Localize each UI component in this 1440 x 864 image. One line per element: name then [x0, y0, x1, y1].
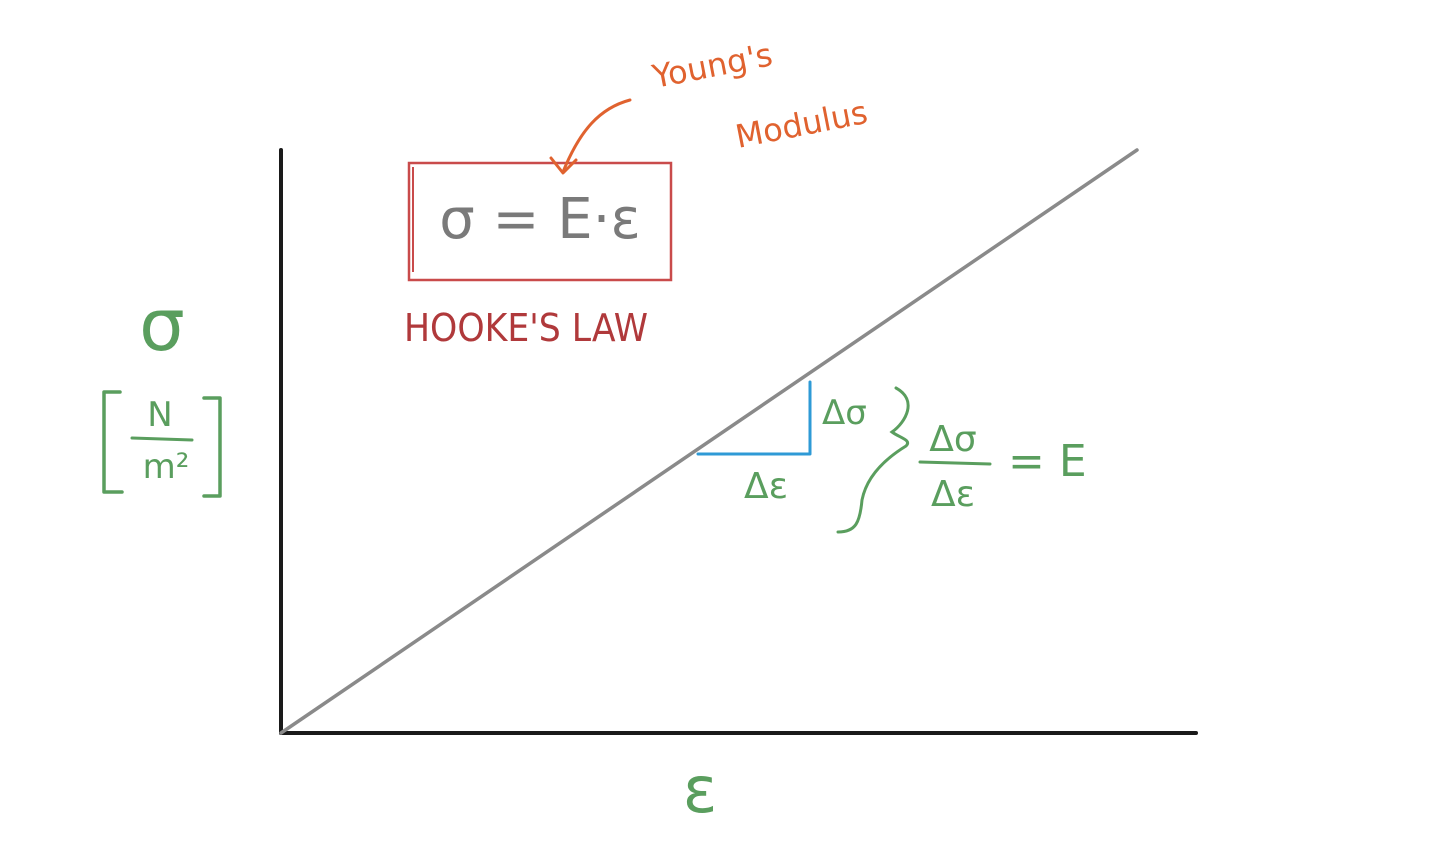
y-axis-sigma-label: σ: [139, 283, 185, 367]
slope-fraction-numerator: Δσ: [929, 419, 976, 460]
unit-fraction-bar: [130, 436, 194, 442]
x-axis-epsilon-label: ε: [683, 754, 718, 828]
youngs-annotation-line1: Young's: [648, 35, 775, 96]
hookes-law-caption: HOOKE'S LAW: [404, 306, 648, 350]
unit-bracket-left: [102, 390, 124, 494]
slope-equals-e: = E: [1008, 436, 1087, 487]
y-axis-unit: N m²: [102, 390, 222, 498]
youngs-arrow: [561, 98, 632, 174]
unit-bracket-right: [202, 396, 222, 498]
unit-numerator: N: [147, 395, 172, 435]
slope-brace: [836, 386, 910, 534]
slope-triangle: [696, 380, 812, 456]
youngs-arrow-head: [549, 156, 578, 175]
formula-box: [407, 161, 673, 282]
unit-denominator: m²: [143, 447, 190, 487]
youngs-annotation-line2: Modulus: [732, 93, 870, 156]
delta-epsilon-label: Δε: [744, 466, 788, 507]
delta-sigma-label: Δσ: [822, 393, 867, 433]
slope-fraction-denominator: Δε: [931, 474, 975, 515]
stress-strain-line: [279, 148, 1139, 735]
slope-fraction-bar: [918, 460, 992, 466]
formula-text: σ = E·ε: [439, 187, 640, 252]
